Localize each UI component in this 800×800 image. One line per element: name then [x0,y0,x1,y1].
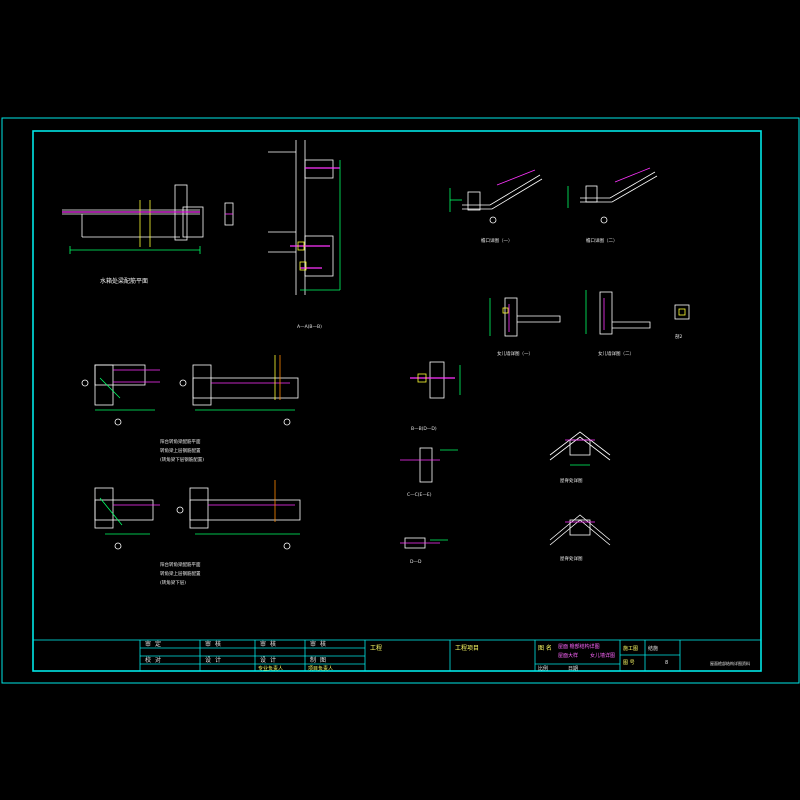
detail-ridge-1 [549,431,611,466]
tb-footer: 屋面檐部结构详图资料 [710,660,750,666]
detail-section-a [268,140,341,295]
tb-sheet-label: 图 号 [623,660,635,666]
tb-role-b-2: 核 [215,640,221,648]
label-parapet-2: 女儿墙详图（二） [598,350,634,357]
tb-drawing-name-3: 女儿墙详图 [590,652,615,659]
title-block [32,639,762,672]
label-section-b: B—B(D—D) [411,426,437,432]
detail-tank-beam-plan [62,184,234,254]
tb-drawing-label: 图 名 [538,644,552,652]
tb-role-a-3: 校 [145,656,151,664]
label-corner-note-1a: 转角梁上层钢筋配置 [160,447,201,454]
detail-section-d [400,537,448,549]
tb-sheet-value: 结施 [648,645,658,652]
label-parapet-1: 女儿墙详图（一） [497,350,533,357]
detail-parapet-2 [585,290,651,335]
tb-role-a-4: 对 [155,656,161,664]
detail-ridge-2 [549,514,611,546]
tb-role-c-2: 核 [270,640,276,648]
tb-role-c-4: 计 [270,656,276,664]
tb-role-a-2: 定 [155,640,161,648]
label-corner-plan-1: 阳台转角梁配筋平面 [160,438,201,445]
label-corner-note-2b: (转角梁下层) [160,579,186,586]
tb-date-label: 日期 [568,666,578,672]
detail-corner-plan-1a [81,364,160,426]
tb-role-b-1: 审 [205,640,211,648]
tb-sign-b: 项目负责人 [308,665,333,672]
label-ridge-1: 屋脊处详图 [560,477,583,484]
label-ridge-2: 屋脊处详图 [560,555,583,562]
detail-eave-1 [449,169,543,224]
tb-drawing-name-2: 屋面大样 [558,652,578,659]
tb-role-d-2: 核 [320,640,326,648]
tb-project: 工程项目 [455,644,479,652]
detail-parapet-1 [489,297,561,337]
tb-scale-label: 比例 [538,665,548,672]
label-corner-note-1b: (转角梁下层钢筋配置) [160,456,204,463]
label-eave-1: 檐口详图（一） [481,237,513,244]
label-corner-plan-2: 阳台转角梁配筋平面 [160,561,201,568]
label-parapet-sec: 剖2 [675,333,682,340]
tb-role-c-3: 设 [260,656,266,664]
tb-role-b-3: 设 [205,656,211,664]
detail-section-c [400,447,458,483]
tb-sign-a: 专业负责人 [258,665,283,672]
tb-role-d-4: 图 [320,657,326,664]
detail-corner-plan-2b [176,480,301,550]
label-eave-2: 檐口详图（二） [586,237,618,244]
label-section-a: A—A(B—B) [297,324,322,330]
detail-corner-plan-1b [179,355,299,426]
detail-corner-plan-2a [94,487,160,550]
outer-border [1,117,800,684]
tb-role-d-3: 制 [310,656,316,664]
detail-eave-2 [567,167,658,224]
label-section-c: C—C(E—E) [407,492,432,498]
tb-stage: 施工图 [623,645,638,652]
tb-company: 工程 [370,644,382,652]
tb-role-b-4: 计 [215,656,221,664]
label-section-d: D—D [410,559,422,565]
label-tank-plan: 水箱处梁配筋平面 [100,277,148,285]
tb-num: 8 [665,660,668,666]
detail-parapet-section [674,304,690,320]
tb-role-a-1: 审 [145,640,151,648]
label-corner-note-2a: 转角梁上层钢筋配置 [160,570,201,577]
tb-role-d-1: 审 [310,640,316,648]
tb-drawing-name-1: 屋面 檐部结构详图 [558,643,600,650]
tb-role-c-1: 审 [260,640,266,648]
detail-section-b [410,361,461,399]
